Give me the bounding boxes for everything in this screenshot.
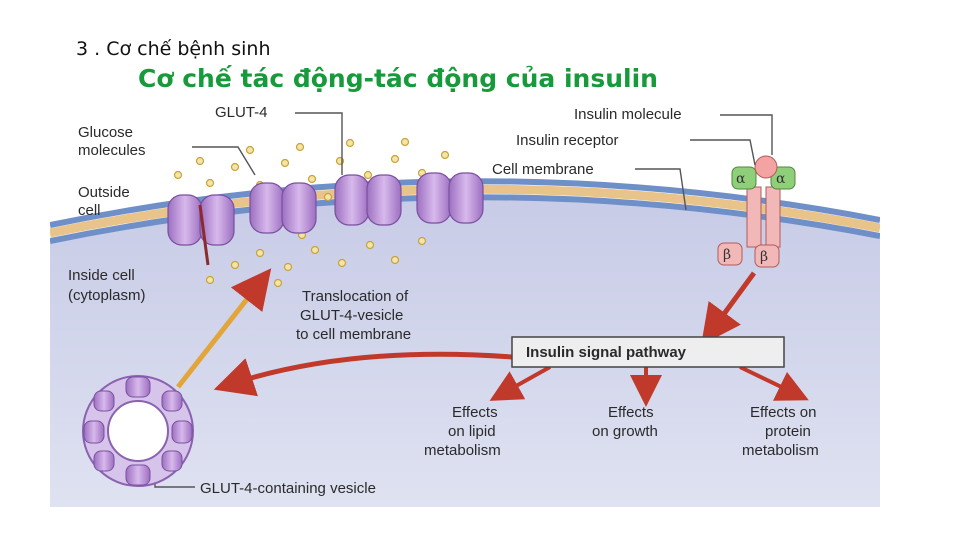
pathway-to-vesicle-arrow [213, 351, 513, 397]
label-signal-pathway: Insulin signal pathway [526, 344, 687, 361]
label-translocation-3: to cell membrane [296, 326, 411, 343]
glucose-molecules [173, 137, 450, 290]
label-glut4: GLUT-4 [215, 104, 268, 121]
label-translocation-2: GLUT-4-vesicle [300, 307, 403, 324]
label-protein-3: metabolism [742, 442, 819, 459]
receptor-alpha-right: α [776, 171, 786, 187]
label-outside-2: cell [78, 202, 101, 219]
label-insulin-molecule: Insulin molecule [574, 106, 682, 123]
label-glucose-2: molecules [78, 142, 146, 159]
insulin-molecule [754, 155, 778, 179]
label-inside-2: (cytoplasm) [68, 287, 146, 304]
label-cell-membrane: Cell membrane [492, 161, 594, 178]
glut4-vesicle [82, 375, 194, 487]
label-vesicle: GLUT-4-containing vesicle [200, 480, 376, 497]
label-glucose-1: Glucose [78, 124, 133, 141]
label-lipid-1: Effects [452, 404, 498, 421]
vesicle-to-membrane-arrow [176, 268, 272, 389]
label-growth-2: on growth [592, 423, 658, 440]
label-lipid-3: metabolism [424, 442, 501, 459]
label-growth-1: Effects [608, 404, 654, 421]
label-inside-1: Inside cell [68, 267, 135, 284]
label-outside-1: Outside [78, 184, 130, 201]
label-insulin-receptor: Insulin receptor [516, 132, 619, 149]
label-protein-2: protein [765, 423, 811, 440]
label-translocation-1: Translocation of [302, 288, 409, 305]
receptor-to-pathway-arrow [701, 271, 757, 346]
glucose-entry-arrow [198, 204, 210, 266]
pathway-to-protein-arrow [739, 365, 809, 401]
slide-heading: 3 . Cơ chế bệnh sinh [76, 38, 271, 60]
receptor-beta-right: β [760, 249, 768, 265]
label-lipid-2: on lipid [448, 423, 496, 440]
insulin-receptor [717, 166, 796, 268]
leader-lines [154, 112, 773, 488]
receptor-beta-left: β [723, 247, 731, 263]
receptor-alpha-left: α [736, 171, 746, 187]
signal-pathway-box [511, 336, 785, 368]
slide-subtitle: Cơ chế tác động-tác động của insulin [138, 64, 658, 93]
pathway-to-lipid-arrow [489, 365, 551, 401]
insulin-mechanism-diagram: α α β β GLUT-4 Glucose molecu [50, 95, 880, 507]
label-protein-1: Effects on [750, 404, 816, 421]
glut4-transporters [167, 172, 484, 246]
